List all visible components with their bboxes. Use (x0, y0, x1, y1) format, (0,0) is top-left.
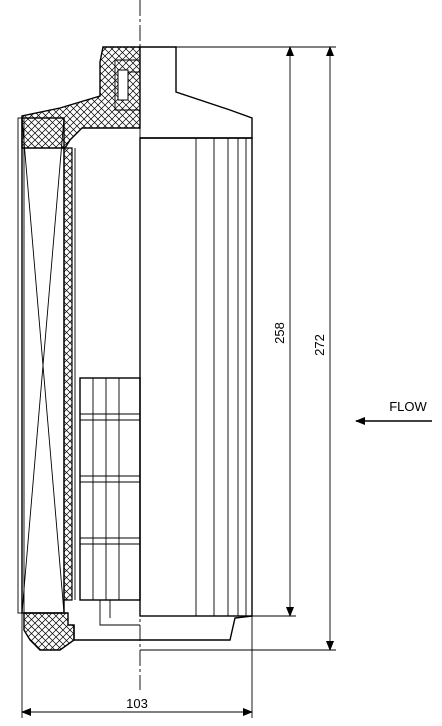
pleat-diagonal-2 (21, 117, 65, 614)
outer-pleat-rim (17, 117, 25, 614)
bottom-cap-step (99, 600, 140, 626)
dim-103-label: 103 (126, 696, 148, 711)
top-cap-section (21, 46, 141, 149)
bottom-cap-section (23, 612, 75, 651)
bottom-cap-outline (73, 615, 253, 641)
top-cap-outline (140, 46, 253, 139)
dim-258-label: 258 (272, 322, 287, 344)
top-cap-groove (117, 69, 129, 101)
flow-label: FLOW (389, 399, 427, 414)
core-support (79, 377, 141, 601)
inner-wall-section (63, 147, 73, 601)
dim-272-label: 272 (312, 334, 327, 356)
